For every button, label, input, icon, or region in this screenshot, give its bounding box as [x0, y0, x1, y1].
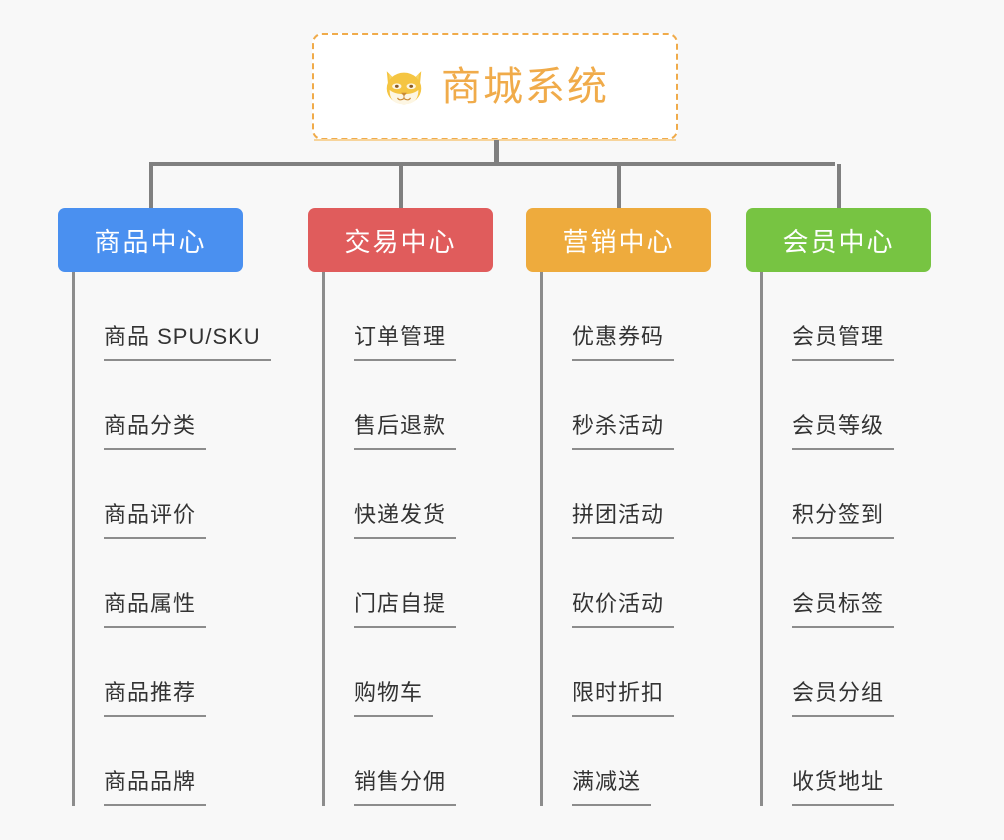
leaf-spine — [760, 272, 763, 806]
leaf-label: 砍价活动 — [572, 591, 665, 616]
root-title: 商城系统 — [441, 64, 609, 109]
category-box-1[interactable]: 商品中心 — [58, 208, 243, 272]
category-label: 会员中心 — [782, 226, 895, 257]
leaf-item[interactable]: 满减送 — [540, 717, 652, 806]
leaf-underline: 会员分组 — [792, 675, 895, 717]
leaf-label: 门店自提 — [354, 591, 447, 616]
connector-drop-4 — [836, 164, 841, 209]
leaf-label: 限时折扣 — [572, 680, 665, 705]
leaf-label: 收货地址 — [792, 769, 885, 794]
leaf-item[interactable]: 销售分佣 — [322, 717, 457, 806]
leaf-underline: 购物车 — [354, 675, 434, 717]
leaf-underline: 会员标签 — [792, 586, 895, 628]
connector-drop-2 — [398, 164, 403, 209]
leaf-label: 会员分组 — [792, 680, 885, 705]
leaf-label: 满减送 — [572, 769, 642, 794]
connector-drop-1 — [148, 164, 153, 209]
shiba-dog-face-icon — [381, 64, 427, 110]
leaf-label: 商品属性 — [104, 591, 197, 616]
leaf-item[interactable]: 商品品牌 — [72, 717, 207, 806]
leaf-label: 优惠券码 — [572, 324, 665, 349]
leaf-label: 会员标签 — [792, 591, 885, 616]
leaf-item[interactable]: 积分签到 — [760, 450, 895, 539]
leaf-item[interactable]: 优惠券码 — [540, 272, 675, 361]
leaf-label: 购物车 — [354, 680, 424, 705]
leaf-underline: 拼团活动 — [572, 497, 675, 539]
category-label: 营销中心 — [562, 226, 675, 257]
leaf-underline: 会员管理 — [792, 319, 895, 361]
leaf-item[interactable]: 快递发货 — [322, 450, 457, 539]
leaf-item[interactable]: 售后退款 — [322, 361, 457, 450]
leaf-underline: 商品分类 — [104, 408, 207, 450]
leaf-label: 会员等级 — [792, 413, 885, 438]
leaf-spine — [322, 272, 325, 806]
leaf-item[interactable]: 拼团活动 — [540, 450, 675, 539]
leaf-underline: 订单管理 — [354, 319, 457, 361]
connector-drop-3 — [616, 164, 621, 209]
leaf-label: 拼团活动 — [572, 502, 665, 527]
connector-root-stem — [494, 140, 499, 164]
leaf-underline: 商品 SPU/SKU — [104, 319, 271, 361]
leaf-underline: 商品推荐 — [104, 675, 207, 717]
category-box-4[interactable]: 会员中心 — [746, 208, 931, 272]
leaf-item[interactable]: 商品评价 — [72, 450, 207, 539]
leaf-item[interactable]: 会员分组 — [760, 628, 895, 717]
leaf-underline: 商品属性 — [104, 586, 207, 628]
leaf-label: 商品推荐 — [104, 680, 197, 705]
connector-horizontal-bar — [149, 162, 835, 166]
leaf-label: 销售分佣 — [354, 769, 447, 794]
root-node[interactable]: 商城系统 — [312, 33, 678, 140]
leaf-spine — [72, 272, 75, 806]
category-label: 商品中心 — [94, 226, 207, 257]
leaf-underline: 快递发货 — [354, 497, 457, 539]
category-box-3[interactable]: 营销中心 — [526, 208, 711, 272]
leaf-underline: 商品品牌 — [104, 764, 207, 806]
leaf-item[interactable]: 订单管理 — [322, 272, 457, 361]
leaf-item[interactable]: 门店自提 — [322, 539, 457, 628]
leaf-item[interactable]: 砍价活动 — [540, 539, 675, 628]
leaf-item[interactable]: 收货地址 — [760, 717, 895, 806]
leaf-underline: 砍价活动 — [572, 586, 675, 628]
leaf-underline: 满减送 — [572, 764, 652, 806]
leaf-underline: 积分签到 — [792, 497, 895, 539]
leaf-underline: 门店自提 — [354, 586, 457, 628]
category-label: 交易中心 — [344, 226, 457, 257]
leaf-label: 商品分类 — [104, 413, 197, 438]
leaf-underline: 限时折扣 — [572, 675, 675, 717]
leaf-underline: 优惠券码 — [572, 319, 675, 361]
leaf-underline: 秒杀活动 — [572, 408, 675, 450]
leaf-item[interactable]: 会员管理 — [760, 272, 895, 361]
leaf-label: 售后退款 — [354, 413, 447, 438]
leaf-label: 秒杀活动 — [572, 413, 665, 438]
leaf-underline: 收货地址 — [792, 764, 895, 806]
leaf-underline: 售后退款 — [354, 408, 457, 450]
leaf-item[interactable]: 限时折扣 — [540, 628, 675, 717]
leaf-label: 快递发货 — [354, 502, 447, 527]
leaf-item[interactable]: 秒杀活动 — [540, 361, 675, 450]
category-box-2[interactable]: 交易中心 — [308, 208, 493, 272]
leaf-underline: 商品评价 — [104, 497, 207, 539]
leaf-underline: 销售分佣 — [354, 764, 457, 806]
leaf-label: 商品 SPU/SKU — [104, 324, 261, 349]
leaf-label: 商品品牌 — [104, 769, 197, 794]
leaf-item[interactable]: 商品推荐 — [72, 628, 207, 717]
leaf-item[interactable]: 会员等级 — [760, 361, 895, 450]
leaf-label: 商品评价 — [104, 502, 197, 527]
leaf-label: 会员管理 — [792, 324, 885, 349]
leaf-item[interactable]: 购物车 — [322, 628, 434, 717]
leaf-underline: 会员等级 — [792, 408, 895, 450]
leaf-label: 积分签到 — [792, 502, 885, 527]
leaf-item[interactable]: 商品属性 — [72, 539, 207, 628]
leaf-item[interactable]: 商品分类 — [72, 361, 207, 450]
leaf-label: 订单管理 — [354, 324, 447, 349]
leaf-spine — [540, 272, 543, 806]
leaf-item[interactable]: 会员标签 — [760, 539, 895, 628]
leaf-item[interactable]: 商品 SPU/SKU — [72, 272, 271, 361]
